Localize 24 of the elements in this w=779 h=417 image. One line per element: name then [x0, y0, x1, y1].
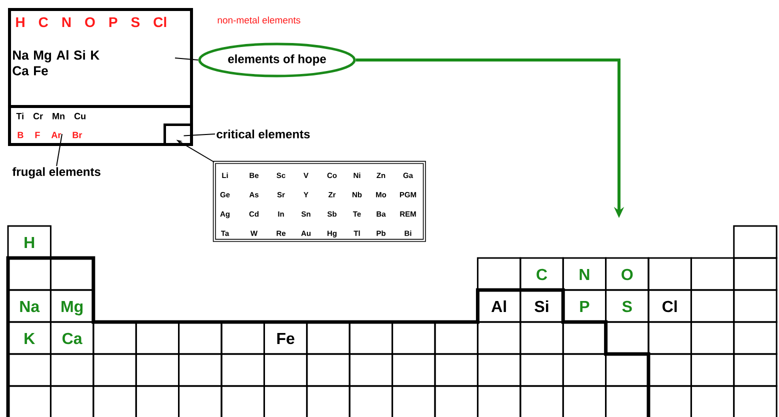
element-symbol: P — [580, 300, 590, 312]
element-symbol: O — [622, 268, 633, 280]
element-symbol: N — [580, 268, 590, 280]
element-box: Ti Cr Mn Cu B F Ar Br — [8, 105, 193, 146]
callout-text: frugal elements — [12, 167, 100, 178]
element-symbol: Si — [534, 300, 548, 312]
element-symbol: Ca — [62, 332, 82, 344]
leader-line — [174, 58, 199, 60]
element-symbol: H — [24, 236, 34, 248]
leader-line — [183, 134, 216, 136]
element-symbol: Fe — [277, 332, 294, 344]
leader-line — [56, 134, 62, 166]
element-box: H C N O P S Cl Na Mg Al Si K Ca Fe — [8, 8, 193, 108]
callout-text: critical elements — [216, 130, 310, 138]
corner-box — [164, 124, 193, 146]
element-symbol: Na — [20, 300, 40, 312]
element-symbol: Mg — [62, 300, 83, 316]
element-symbol: Al — [491, 300, 506, 312]
element-symbol: Cl — [662, 300, 677, 312]
element-symbol: C — [536, 268, 548, 280]
annotation: non-metal elements — [218, 16, 300, 24]
periodic-table-drawing — [6, 225, 778, 417]
element-symbol: S — [622, 300, 632, 312]
element-symbol: K — [24, 332, 35, 344]
